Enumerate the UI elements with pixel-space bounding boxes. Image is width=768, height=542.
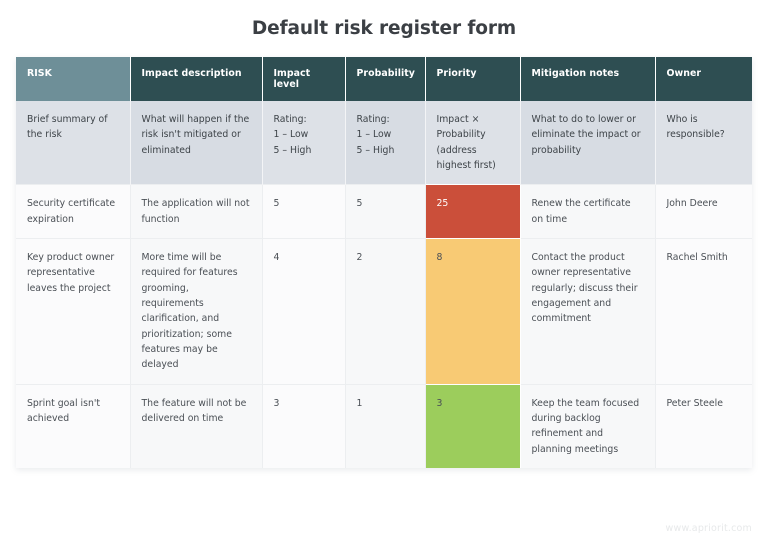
- column-header-risk: RISK: [16, 57, 131, 101]
- cell-impact-description: The feature will not be delivered on tim…: [130, 383, 263, 468]
- column-header-impact-description: Impact description: [130, 57, 263, 101]
- cell-mitigation-notes: Keep the team focused during backlog ref…: [520, 383, 656, 468]
- cell-priority: 3: [425, 383, 521, 468]
- cell-owner: Peter Steele: [655, 383, 752, 468]
- risk-register-table-container: RISK Impact description Impact level Pro…: [16, 57, 752, 468]
- column-header-probability: Probability: [345, 57, 426, 101]
- cell-risk: Key product owner representative leaves …: [16, 237, 131, 385]
- table-row: Sprint goal isn't achieved The feature w…: [16, 383, 752, 468]
- cell-priority: 25: [425, 184, 521, 239]
- page-title: Default risk register form: [251, 18, 517, 39]
- desc-cell-risk: Brief summary of the risk: [16, 101, 131, 185]
- cell-owner: Rachel Smith: [655, 237, 752, 385]
- desc-cell-owner: Who is responsible?: [655, 101, 752, 185]
- cell-mitigation-notes: Renew the certificate on time: [520, 184, 656, 239]
- table-body: Brief summary of the risk What will happ…: [16, 101, 752, 468]
- column-header-impact-level: Impact level: [262, 57, 346, 101]
- watermark: www.apriorit.com: [665, 523, 752, 534]
- cell-risk: Sprint goal isn't achieved: [16, 383, 131, 468]
- cell-impact-level: 5: [262, 184, 346, 239]
- cell-impact-level: 3: [262, 383, 346, 468]
- cell-probability: 1: [345, 383, 426, 468]
- table-header: RISK Impact description Impact level Pro…: [16, 57, 752, 101]
- cell-owner: John Deere: [655, 184, 752, 239]
- table-row-description: Brief summary of the risk What will happ…: [16, 101, 752, 185]
- table-row: Security certificate expiration The appl…: [16, 184, 752, 239]
- cell-probability: 5: [345, 184, 426, 239]
- desc-cell-mitigation-notes: What to do to lower or eliminate the imp…: [520, 101, 656, 185]
- table-header-row: RISK Impact description Impact level Pro…: [16, 57, 752, 101]
- cell-impact-description: The application will not function: [130, 184, 263, 239]
- cell-probability: 2: [345, 237, 426, 385]
- column-header-owner: Owner: [655, 57, 752, 101]
- desc-cell-impact-description: What will happen if the risk isn't mitig…: [130, 101, 263, 185]
- cell-impact-level: 4: [262, 237, 346, 385]
- cell-risk: Security certificate expiration: [16, 184, 131, 239]
- risk-register-table: RISK Impact description Impact level Pro…: [16, 57, 752, 468]
- cell-mitigation-notes: Contact the product owner representative…: [520, 237, 656, 385]
- column-header-priority: Priority: [425, 57, 521, 101]
- column-header-mitigation-notes: Mitigation notes: [520, 57, 656, 101]
- cell-impact-description: More time will be required for features …: [130, 237, 263, 385]
- cell-priority: 8: [425, 237, 521, 385]
- table-row: Key product owner representative leaves …: [16, 237, 752, 385]
